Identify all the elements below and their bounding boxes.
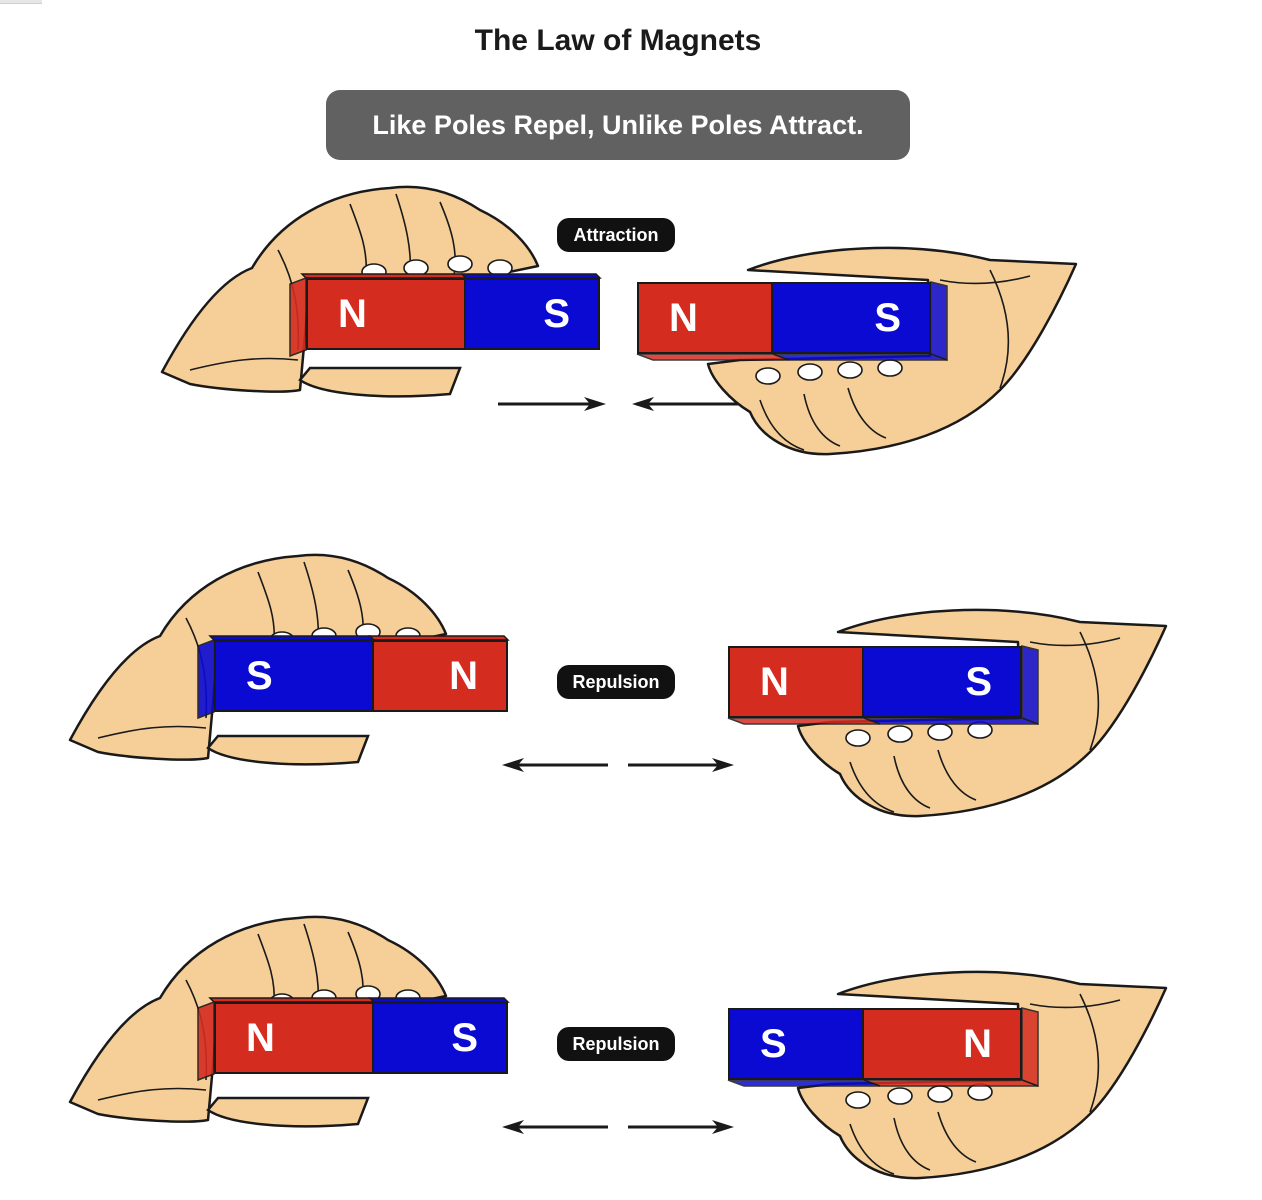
magnet-pole-label: S [372, 1002, 508, 1074]
right-force-arrow-icon [632, 397, 738, 411]
right-magnet-depth [727, 645, 1039, 726]
magnet-pole-label: S [862, 646, 1022, 718]
left-magnet-depth [197, 997, 510, 1082]
force-label-pill: Attraction [557, 218, 675, 252]
magnet-pole-label: S [464, 278, 600, 350]
right-hand-icon [796, 970, 1168, 1180]
right-hand-icon [796, 608, 1168, 818]
right-force-arrow-icon [628, 1120, 734, 1134]
force-label-pill: Repulsion [557, 665, 675, 699]
magnet-pole-label: N [214, 1002, 374, 1074]
left-force-arrow-icon [502, 1120, 608, 1134]
diagram-title: The Law of Magnets [474, 24, 762, 57]
right-hand-icon [706, 246, 1078, 456]
magnet-pole-label: N [306, 278, 466, 350]
left-force-arrow-icon [502, 758, 608, 772]
magnet-pole-label: N [728, 646, 864, 718]
left-force-arrow-icon [498, 397, 606, 411]
right-force-arrow-icon [628, 758, 734, 772]
magnet-pole-label: N [637, 282, 773, 354]
right-magnet-depth [727, 1007, 1039, 1088]
left-hand-icon [160, 185, 540, 398]
magnet-pole-label: N [372, 640, 508, 712]
right-magnet-depth [636, 281, 948, 362]
magnet-pole-label: N [862, 1008, 1022, 1080]
magnet-pole-label: S [771, 282, 931, 354]
left-magnet-depth [197, 635, 510, 720]
magnet-pole-label: S [728, 1008, 864, 1080]
force-label-pill: Repulsion [557, 1027, 675, 1061]
corner-tab [0, 0, 42, 4]
law-banner: Like Poles Repel, Unlike Poles Attract. [326, 90, 910, 160]
magnet-pole-label: S [214, 640, 374, 712]
